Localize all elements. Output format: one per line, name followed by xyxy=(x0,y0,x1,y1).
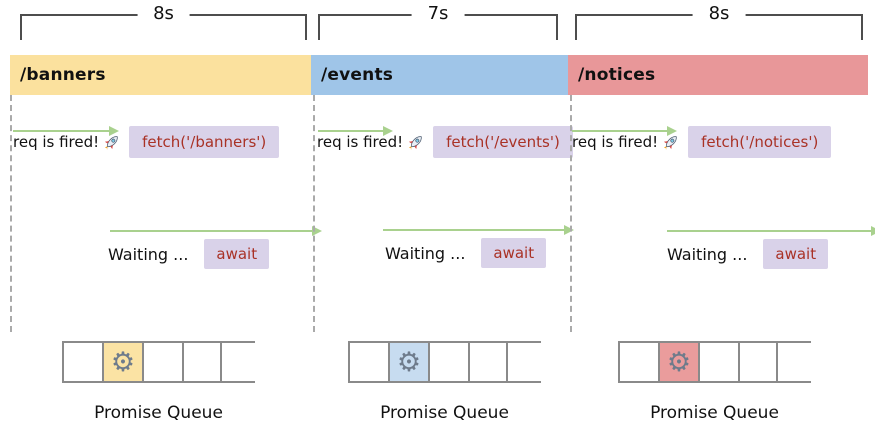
route-bar-banners: /banners xyxy=(10,55,311,95)
queue-slot-active: ⚙ xyxy=(388,343,428,381)
fetch-code-box: fetch('/events') xyxy=(433,126,573,158)
queue-slot xyxy=(738,343,778,381)
request-arrow xyxy=(13,126,119,136)
duration-bracket-banners: 8s xyxy=(20,3,307,40)
promise-queue-notices: ⚙ xyxy=(618,341,811,383)
queue-slot xyxy=(62,343,102,381)
queue-slot xyxy=(182,343,222,381)
duration-label: 8s xyxy=(137,3,190,24)
queue-slot xyxy=(468,343,508,381)
fired-label: req is fired! xyxy=(13,133,121,151)
gear-icon: ⚙ xyxy=(396,346,422,378)
fetch-code-box: fetch('/banners') xyxy=(129,126,280,158)
duration-bracket-notices: 8s xyxy=(575,3,863,40)
await-code-box: await xyxy=(204,239,270,269)
request-row: req is fired! fetch('/banners') xyxy=(13,126,280,158)
waiting-label: Waiting ... xyxy=(667,244,748,264)
waiting-arrow xyxy=(383,225,574,235)
queue-slot xyxy=(428,343,468,381)
route-label: /banners xyxy=(20,65,106,85)
rocket-icon xyxy=(104,136,118,150)
queue-slot-active: ⚙ xyxy=(658,343,698,381)
waiting-label: Waiting ... xyxy=(108,244,189,264)
queue-label: Promise Queue xyxy=(650,403,779,423)
queue-label: Promise Queue xyxy=(380,403,509,423)
queue-slot xyxy=(698,343,738,381)
route-label: /events xyxy=(321,65,394,85)
route-bar-events: /events xyxy=(311,55,568,95)
await-code-box: await xyxy=(481,238,547,268)
promise-queue-events: ⚙ xyxy=(348,341,541,383)
gear-icon: ⚙ xyxy=(666,346,692,378)
fired-label: req is fired! xyxy=(317,133,425,151)
duration-label: 8s xyxy=(692,3,746,24)
waiting-label: Waiting ... xyxy=(385,243,466,263)
request-arrow xyxy=(572,126,677,136)
duration-bracket-events: 7s xyxy=(318,3,558,40)
timeline-separator xyxy=(570,95,572,332)
queue-slot xyxy=(348,343,388,381)
queue-slot-active: ⚙ xyxy=(102,343,142,381)
waiting-row: Waiting ... await xyxy=(667,238,829,270)
waiting-row: Waiting ... await xyxy=(385,237,547,269)
timeline-separator xyxy=(313,95,315,332)
queue-label: Promise Queue xyxy=(94,403,223,423)
waiting-row: Waiting ... await xyxy=(108,238,270,270)
fetch-code-box: fetch('/notices') xyxy=(688,126,832,158)
await-code-box: await xyxy=(763,239,829,269)
promise-queue-banners: ⚙ xyxy=(62,341,255,383)
route-label: /notices xyxy=(578,65,656,85)
rocket-icon xyxy=(408,136,422,150)
rocket-icon xyxy=(663,136,677,150)
timeline-separator xyxy=(10,95,12,332)
gear-icon: ⚙ xyxy=(110,346,136,378)
waiting-arrow xyxy=(667,226,875,236)
request-row: req is fired! fetch('/events') xyxy=(317,126,573,158)
fired-label: req is fired! xyxy=(572,133,680,151)
queue-slot xyxy=(142,343,182,381)
request-row: req is fired! fetch('/notices') xyxy=(572,126,832,158)
duration-label: 7s xyxy=(411,3,465,24)
request-arrow xyxy=(318,126,393,136)
queue-slot xyxy=(618,343,658,381)
route-bar-notices: /notices xyxy=(568,55,868,95)
waiting-arrow xyxy=(110,226,322,236)
